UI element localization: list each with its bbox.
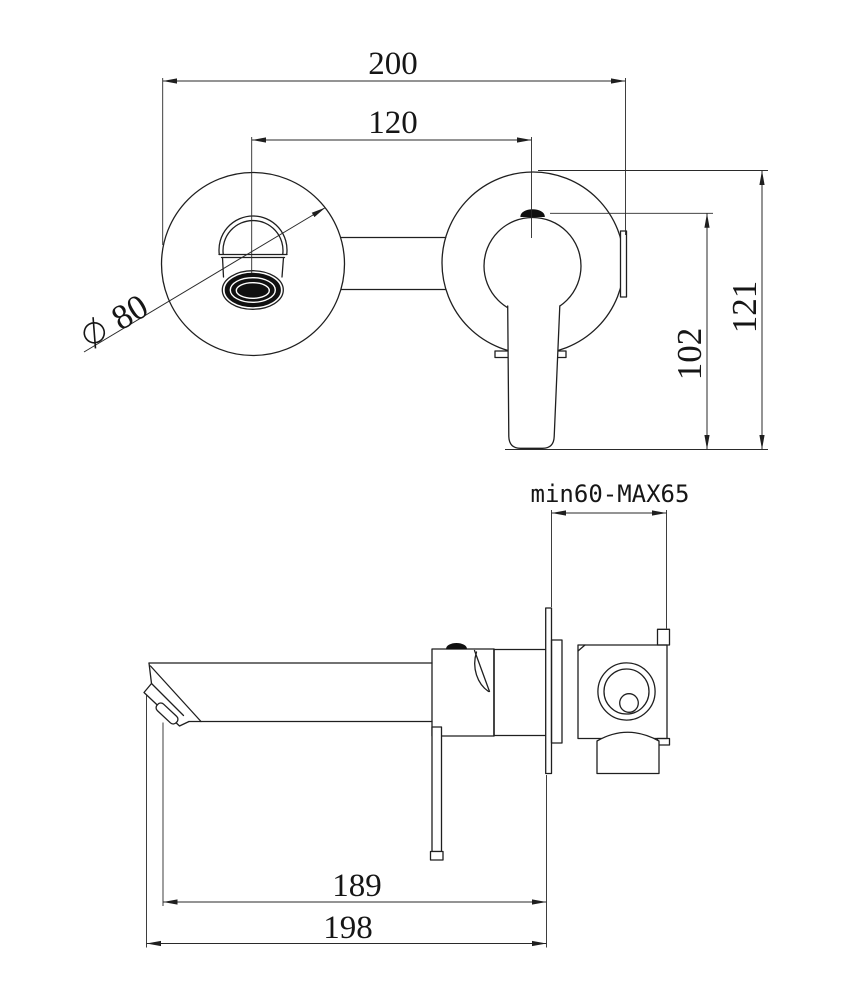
dim-diameter-label: 80 xyxy=(105,286,155,337)
spout-escutcheon-circle xyxy=(160,171,346,357)
aerator-face xyxy=(224,272,281,308)
inlet-port-plug xyxy=(619,693,639,713)
aerator-ring-1 xyxy=(229,277,277,304)
dim-102-label: 102 xyxy=(670,328,709,381)
aerator-rim xyxy=(221,270,284,310)
handle-knob-circle xyxy=(483,216,582,316)
wall-flange xyxy=(545,607,553,775)
inlet-port-inner xyxy=(603,668,650,715)
dim-198-label: 198 xyxy=(323,910,373,946)
mounting-tab-top xyxy=(656,628,671,646)
escutcheon-side-slot xyxy=(619,230,628,298)
body-chamfer xyxy=(577,644,586,652)
dim-120-label: 120 xyxy=(368,105,418,141)
handle-set-screw-dome xyxy=(520,209,545,217)
lever-bar-end-cap xyxy=(429,850,444,861)
nozzle-outer-arc xyxy=(218,215,288,256)
valve-body-block xyxy=(431,648,495,737)
front-view: 200 120 102 121 80 xyxy=(83,46,768,450)
in-wall-assembly xyxy=(545,607,671,775)
spout-tip-chamfer-1 xyxy=(149,665,202,723)
valve-body-side xyxy=(429,643,547,861)
dim-diameter-label-group: 80 xyxy=(83,286,155,349)
spout-nozzle xyxy=(218,215,288,310)
cartridge-housing xyxy=(493,648,547,737)
outlet-port xyxy=(596,731,660,775)
leader-line xyxy=(83,207,326,353)
nozzle-side-right xyxy=(281,256,285,278)
dimension-102: 102 xyxy=(550,212,713,450)
dimension-189: 189 xyxy=(162,722,547,948)
aerator-ring-2 xyxy=(235,282,271,300)
lever-fill xyxy=(507,306,560,449)
set-screw-dome-side xyxy=(445,643,468,650)
dimension-121: 121 xyxy=(505,170,768,450)
dimension-200: 200 xyxy=(162,46,626,245)
diameter-leader: 80 xyxy=(83,207,326,353)
spout-tip-chamfer-2 xyxy=(150,682,185,717)
lever-handle xyxy=(507,305,561,449)
body-internal-edge xyxy=(473,649,491,693)
lever-bar-side xyxy=(431,726,443,853)
dim-wall-depth-label: min60-MAX65 xyxy=(531,480,690,508)
flange-back-plate xyxy=(550,639,563,744)
dim-200-label: 200 xyxy=(368,46,418,82)
dimension-120: 120 xyxy=(251,105,532,273)
nozzle-side-left xyxy=(221,256,225,278)
spout-aerator-slot xyxy=(155,702,179,725)
dimension-wall-depth: min60-MAX65 xyxy=(531,480,690,629)
body-internal-curve xyxy=(474,651,490,693)
in-wall-body xyxy=(577,644,668,740)
dim-121-label: 121 xyxy=(725,281,764,334)
spout-tip xyxy=(143,662,190,727)
spout-side xyxy=(143,662,433,727)
dim-189-label: 189 xyxy=(332,868,382,904)
side-view: min60-MAX65 189 198 xyxy=(143,480,690,948)
dimension-198: 198 xyxy=(146,695,547,948)
inlet-port-outer xyxy=(597,662,656,721)
diameter-symbol-icon xyxy=(83,321,106,344)
diameter-symbol-slash xyxy=(92,317,97,349)
nozzle-inner-arc xyxy=(222,219,284,255)
